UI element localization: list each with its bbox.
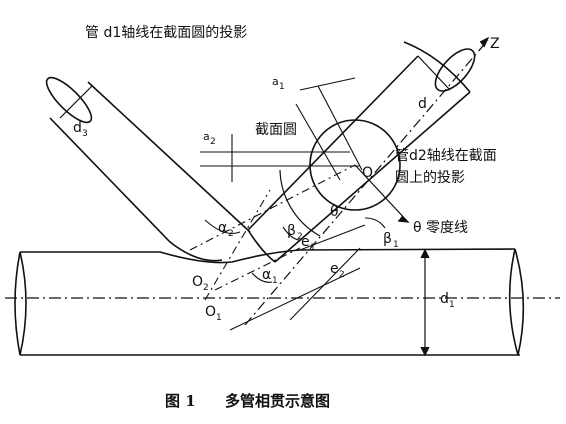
d1-dimension <box>420 248 430 357</box>
svg-text:2: 2 <box>339 270 345 280</box>
label-d: d <box>418 96 427 112</box>
label-proj-d2-line1: 管d2轴线在截面 <box>395 148 497 164</box>
svg-text:1: 1 <box>393 240 399 250</box>
label-d3: d 3 <box>73 120 88 139</box>
label-theta: θ <box>330 204 339 220</box>
label-a1: a 1 <box>272 75 285 92</box>
svg-text:1: 1 <box>449 300 455 310</box>
svg-text:α: α <box>262 267 271 283</box>
svg-text:O: O <box>192 274 203 290</box>
svg-text:2: 2 <box>210 137 216 147</box>
label-beta2: β 2 <box>287 223 303 242</box>
label-z-axis: Z <box>490 36 500 52</box>
label-section-circle: 截面圆 <box>255 122 297 138</box>
label-proj-d2-line2: 圆上的投影 <box>395 170 465 186</box>
label-e2: e 2 <box>330 261 345 280</box>
svg-text:d: d <box>440 291 449 307</box>
svg-text:1: 1 <box>310 243 316 253</box>
label-o-center: O <box>362 165 373 181</box>
label-a2: a 2 <box>203 130 216 147</box>
svg-text:1: 1 <box>216 313 222 323</box>
label-d1: d 1 <box>440 291 455 310</box>
svg-text:a: a <box>272 75 279 88</box>
svg-text:2: 2 <box>297 232 303 242</box>
label-o2: O 2 <box>192 274 209 293</box>
label-beta1: β 1 <box>383 231 399 250</box>
construction-lines <box>189 164 356 301</box>
svg-text:2: 2 <box>203 283 209 293</box>
branch-pipe-d3 <box>45 76 251 262</box>
svg-text:3: 3 <box>82 129 88 139</box>
label-alpha1: α 1 <box>262 267 278 286</box>
angle-arcs <box>204 217 386 283</box>
caption-text: 多管相贯示意图 <box>225 392 330 410</box>
label-e1: e 1 <box>301 234 316 253</box>
svg-text:β: β <box>383 231 392 247</box>
d-dimension <box>417 55 451 91</box>
svg-text:e: e <box>330 261 339 277</box>
svg-text:d: d <box>73 120 82 136</box>
d3-dimension <box>59 85 93 119</box>
e-offsets <box>229 224 366 331</box>
svg-text:1: 1 <box>279 82 285 92</box>
a2-offset <box>200 134 360 182</box>
section-circle <box>279 119 401 237</box>
svg-text:d: d <box>418 96 427 112</box>
caption-number: 图 1 <box>165 392 196 410</box>
label-alpha2: α 2 <box>218 220 234 239</box>
label-theta-zero: θ 零度线 <box>413 220 468 236</box>
svg-text:β: β <box>287 223 296 239</box>
svg-text:2: 2 <box>228 229 234 239</box>
theta-zero-line <box>354 164 410 223</box>
svg-text:e: e <box>301 234 310 250</box>
svg-text:O: O <box>205 304 216 320</box>
svg-text:α: α <box>218 220 227 236</box>
a1-offset <box>295 77 363 181</box>
branch-pipe-d2 <box>247 41 476 263</box>
svg-text:θ: θ <box>330 204 339 220</box>
svg-text:1: 1 <box>272 276 278 286</box>
z-axis <box>244 36 490 326</box>
label-proj-d1: 管 d1轴线在截面圆的投影 <box>85 25 247 41</box>
label-o1: O 1 <box>205 304 222 323</box>
svg-text:a: a <box>203 130 210 143</box>
